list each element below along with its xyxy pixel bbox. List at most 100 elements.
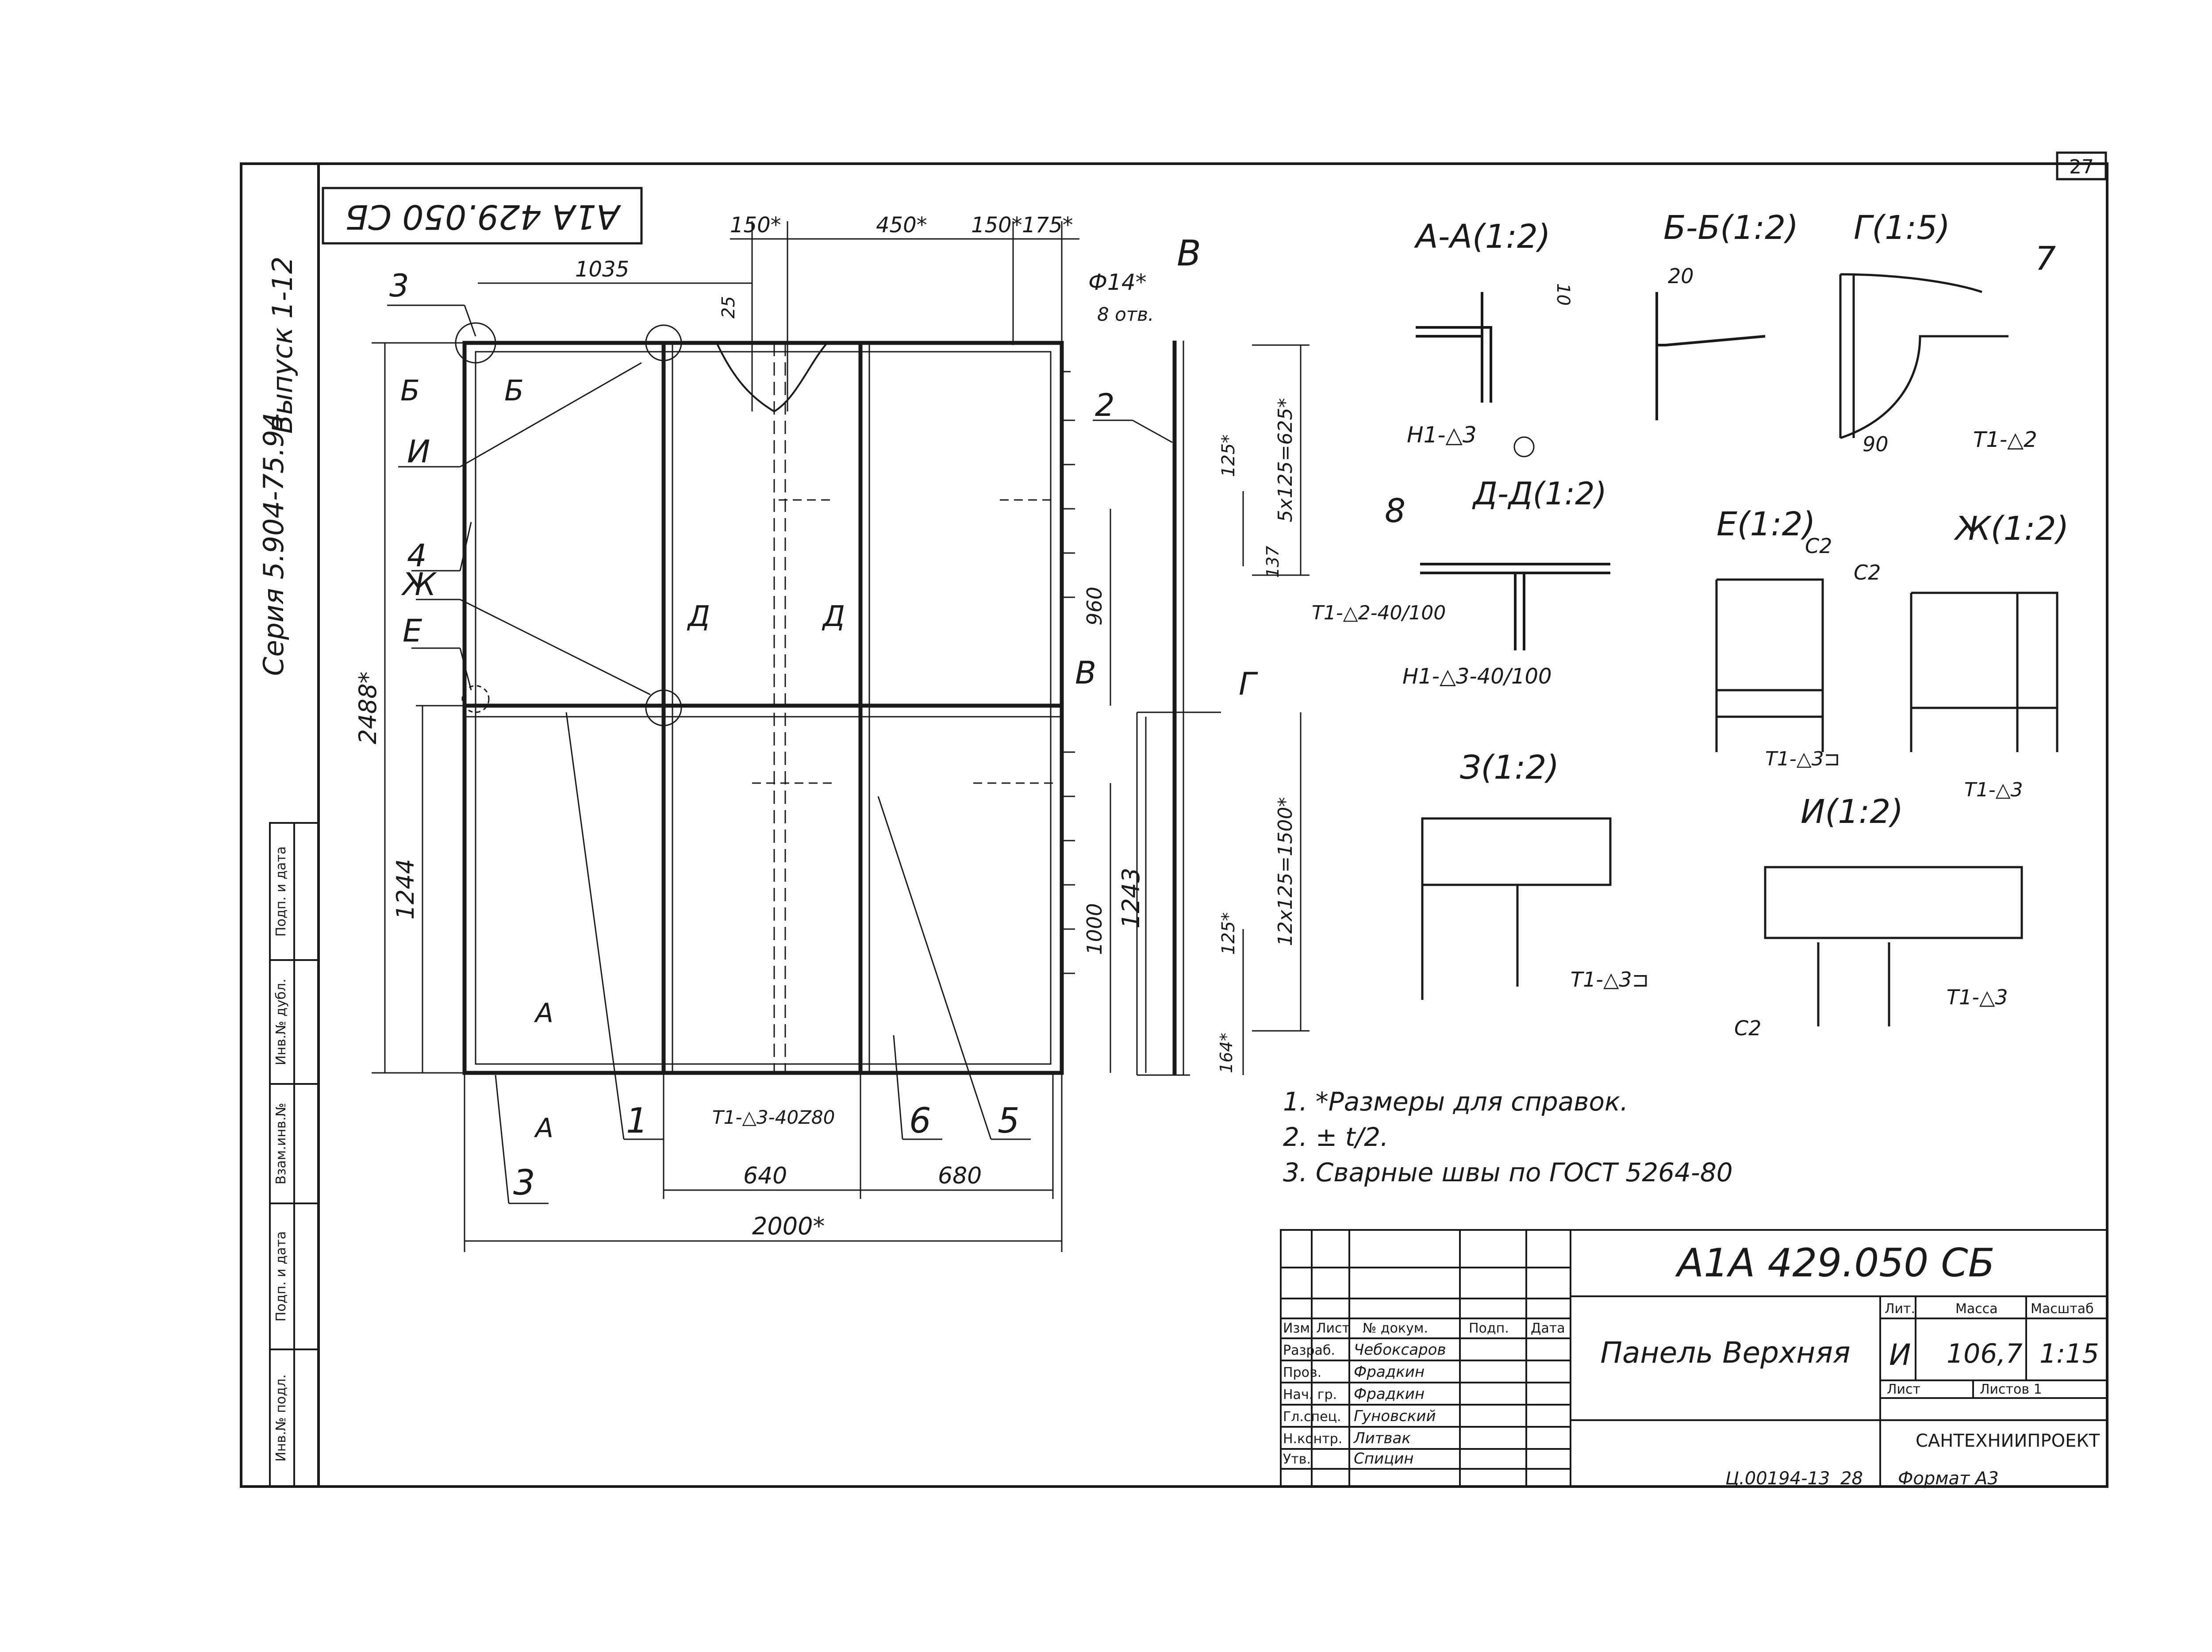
stamp-label-5: Инв.№ подл.: [273, 1374, 289, 1461]
section-mark-d-left: Д: [687, 600, 710, 633]
dim-25: 25: [718, 296, 739, 319]
callout-1: 1: [626, 1101, 648, 1141]
dim-175: 175*: [1022, 213, 1073, 238]
tb-name-6: Спицин: [1354, 1450, 1414, 1468]
detail-g-weld: Т1-△2: [1973, 427, 2037, 452]
detail-g-title: Г(1:5): [1854, 209, 1950, 247]
detail-dd-weld-1: Т1-△2-40/100: [1312, 602, 1446, 624]
note-1: 1. *Размеры для справок.: [1283, 1087, 1628, 1117]
dim-680: 680: [938, 1163, 982, 1189]
section-mark-b-right: Б: [504, 375, 524, 407]
callout-e: Е: [403, 613, 422, 649]
rotated-code: А1А 429.050 СБ: [345, 197, 622, 237]
title-block: [1280, 1229, 2108, 1487]
dim-960: 960: [1083, 587, 1106, 626]
dim-12x125: 12х125=1500*: [1274, 797, 1297, 946]
dim-1000: 1000: [1083, 903, 1106, 955]
detail-bb-dim: 20: [1668, 264, 1694, 288]
dim-640: 640: [743, 1163, 787, 1189]
detail-aa-weld: Н1-△3: [1407, 422, 1477, 448]
detail-i-c: С2: [1734, 1016, 1761, 1040]
tb-name-2: Фрадкин: [1354, 1363, 1425, 1381]
tb-header-izm: Изм.: [1283, 1321, 1314, 1336]
tb-role-1: Разраб.: [1283, 1343, 1335, 1358]
detail-z: З(1:2) Т1-△3⊐: [1421, 749, 1649, 1000]
detail-i-title: И(1:2): [1801, 793, 1903, 831]
callout-4: 4: [407, 538, 427, 574]
dim-137: 137: [1263, 546, 1283, 578]
detail-aa: А-А(1:2) 10 Н1-△3: [1407, 218, 1573, 457]
callout-3-top: 3: [389, 268, 409, 304]
detail-i: И(1:2) С2 Т1-△3: [1734, 793, 2023, 1040]
sheet-number-box: 27: [2056, 151, 2107, 181]
tb-role-2: Пров.: [1283, 1365, 1321, 1380]
dim-125b: 125*: [1218, 912, 1239, 955]
tb-name-3: Фрадкин: [1354, 1385, 1425, 1403]
tb-header-list: Лист: [1316, 1321, 1350, 1336]
tb-name-5: Литвак: [1353, 1429, 1411, 1447]
detail-e: Е(1:2) С2 Т1-△3⊐: [1715, 505, 1840, 770]
left-stamp: [269, 822, 319, 1487]
detail-z-title: З(1:2): [1460, 749, 1559, 787]
tb-sheet-label: Лист: [1887, 1382, 1920, 1397]
tb-header-date: Дата: [1531, 1321, 1565, 1336]
detail-zh-c: С2: [1854, 561, 1881, 584]
callout-zh: Ж: [401, 566, 437, 603]
section-mark-g: Г: [1239, 666, 1258, 702]
stamp-label-2: Инв.№ дубл.: [273, 979, 289, 1065]
dim-150b: 150*: [971, 213, 1022, 238]
detail-bb: Б-Б(1:2) 20: [1655, 209, 1798, 420]
detail-dd: Д-Д(1:2) 8 Т1-△2-40/100 Н1-△3-40/100: [1312, 476, 1610, 689]
label-v-mid: В: [1075, 655, 1096, 691]
tb-role-4: Гл.спец.: [1283, 1409, 1341, 1425]
dim-2000: 2000*: [752, 1212, 825, 1240]
sheet-number: 27: [2069, 156, 2094, 178]
callout-6: 6: [909, 1101, 931, 1141]
tb-name-1: Чебоксаров: [1354, 1341, 1446, 1359]
tb-header-doc: № докум.: [1363, 1321, 1428, 1336]
footer-format: Формат А3: [1898, 1468, 1999, 1489]
detail-e-title: Е(1:2): [1717, 505, 1816, 543]
dim-125a: 125*: [1218, 434, 1239, 477]
hole-spec-1: Ф14*: [1088, 269, 1147, 295]
side-profile-view: [1136, 341, 1221, 1076]
tb-mass: 106,7: [1947, 1338, 2023, 1369]
detail-dd-title: Д-Д(1:2): [1472, 476, 1607, 512]
detail-g-dim: 90: [1863, 432, 1889, 456]
tb-lit: И: [1889, 1338, 1911, 1372]
series-label: Серия 5.904-75.94: [257, 412, 290, 676]
dimension-lines: [372, 221, 1310, 1252]
weld-note-main: Т1-△3-40Z80: [712, 1106, 835, 1128]
footer-num: 28: [1840, 1468, 1863, 1489]
dim-2488: 2488*: [354, 672, 382, 744]
detail-zh: Ж(1:2) С2 Т1-△3: [1854, 510, 2069, 801]
dim-450: 450*: [876, 213, 927, 238]
callout-2: 2: [1095, 387, 1115, 423]
tb-role-5: Н.контр.: [1283, 1431, 1342, 1447]
footer-inv: Ц.00194-13: [1725, 1468, 1830, 1489]
dim-164: 164*: [1217, 1033, 1236, 1073]
stamp-label-3: Взам.инв.№: [273, 1103, 289, 1185]
dim-150a: 150*: [730, 213, 781, 238]
tb-scale-label: Масштаб: [2031, 1301, 2094, 1317]
footer: Ц.00194-13 28 Формат А3: [1725, 1468, 1999, 1489]
tb-scale: 1:15: [2039, 1338, 2099, 1369]
tb-sheets-label: Листов 1: [1980, 1382, 2042, 1397]
section-mark-a-top: А: [534, 998, 553, 1029]
detail-aa-title: А-А(1:2): [1414, 218, 1551, 256]
detail-dd-callout: 8: [1385, 492, 1406, 530]
detail-zh-weld: Т1-△3: [1964, 779, 2023, 801]
detail-e-weld: Т1-△3⊐: [1765, 748, 1840, 770]
tb-header-sign: Подп.: [1469, 1321, 1509, 1336]
section-mark-d-right: Д: [822, 600, 845, 633]
tb-lit-label: Лит.: [1885, 1301, 1915, 1317]
notes: 1. *Размеры для справок. 2. ± t/2. 3. Св…: [1283, 1087, 1733, 1187]
detail-dd-weld-2: Н1-△3-40/100: [1402, 664, 1552, 689]
stamp-label-4: Подп. и дата: [273, 1231, 289, 1322]
rotated-code-box: А1А 429.050 СБ: [322, 187, 643, 245]
detail-g-callout: 7: [2035, 240, 2056, 278]
tb-role-3: Нач. гр.: [1283, 1387, 1337, 1402]
dim-5x125: 5х125=625*: [1274, 398, 1297, 522]
main-view-labels: 150* 450* 150* 175* 1035 25 Ф14* 8 отв. …: [354, 213, 1297, 1240]
